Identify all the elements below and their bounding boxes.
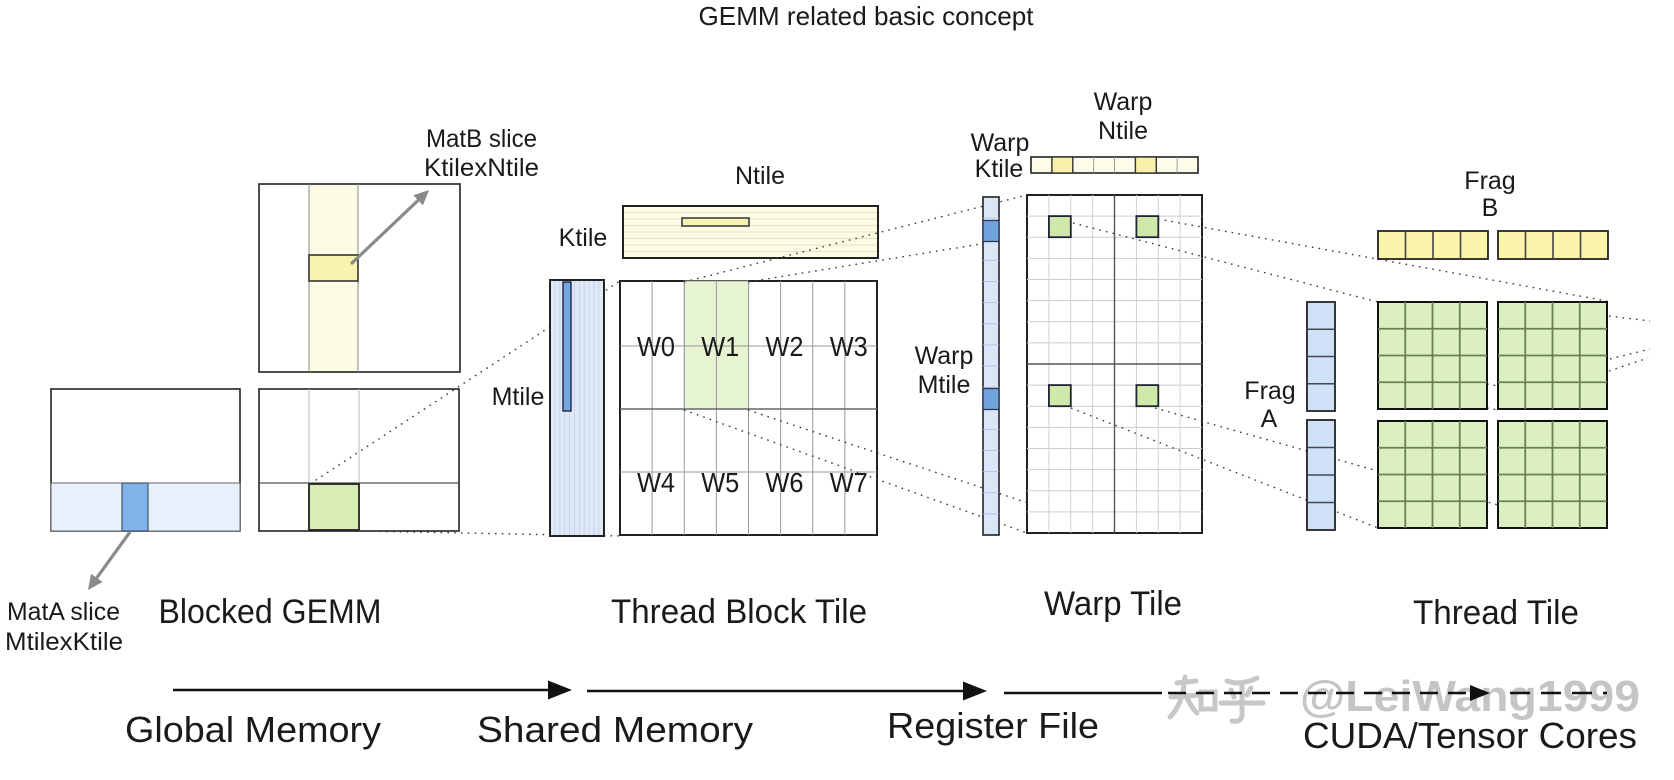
svg-text:B: B (1482, 194, 1499, 222)
svg-text:Warp: Warp (971, 129, 1030, 157)
svg-text:W5: W5 (701, 467, 739, 498)
svg-text:Mtile: Mtile (492, 383, 545, 411)
svg-text:Global Memory: Global Memory (125, 709, 381, 750)
svg-text:Blocked GEMM: Blocked GEMM (159, 593, 382, 631)
svg-text:Warp Tile: Warp Tile (1044, 585, 1182, 623)
svg-text:W4: W4 (637, 467, 675, 498)
svg-text:Mtile: Mtile (918, 371, 971, 399)
svg-text:MtilexKtile: MtilexKtile (5, 628, 123, 656)
svg-text:Frag: Frag (1464, 167, 1515, 195)
svg-text:KtilexNtile: KtilexNtile (424, 154, 539, 182)
svg-text:GEMM related basic concept: GEMM related basic concept (699, 1, 1035, 31)
svg-text:MatA slice: MatA slice (7, 598, 120, 626)
svg-text:W1: W1 (701, 331, 739, 362)
svg-text:Register File: Register File (887, 705, 1099, 746)
svg-text:Thread Tile: Thread Tile (1413, 594, 1579, 632)
svg-text:W2: W2 (766, 331, 804, 362)
svg-text:Ktile: Ktile (975, 155, 1024, 183)
svg-text:W0: W0 (637, 331, 675, 362)
svg-text:MatB slice: MatB slice (426, 125, 537, 153)
svg-text:CUDA/Tensor Cores: CUDA/Tensor Cores (1303, 715, 1637, 756)
svg-text:Frag: Frag (1244, 377, 1295, 405)
svg-text:Warp: Warp (1094, 88, 1153, 116)
svg-text:W3: W3 (830, 331, 868, 362)
svg-text:A: A (1261, 405, 1278, 433)
svg-text:W6: W6 (766, 467, 804, 498)
svg-text:W7: W7 (830, 467, 868, 498)
svg-text:Thread Block Tile: Thread Block Tile (611, 593, 867, 631)
svg-text:Ntile: Ntile (735, 162, 785, 190)
svg-text:Shared Memory: Shared Memory (477, 709, 753, 750)
svg-text:Warp: Warp (915, 342, 974, 370)
svg-text:Ktile: Ktile (559, 224, 608, 252)
svg-text:Ntile: Ntile (1098, 117, 1148, 145)
